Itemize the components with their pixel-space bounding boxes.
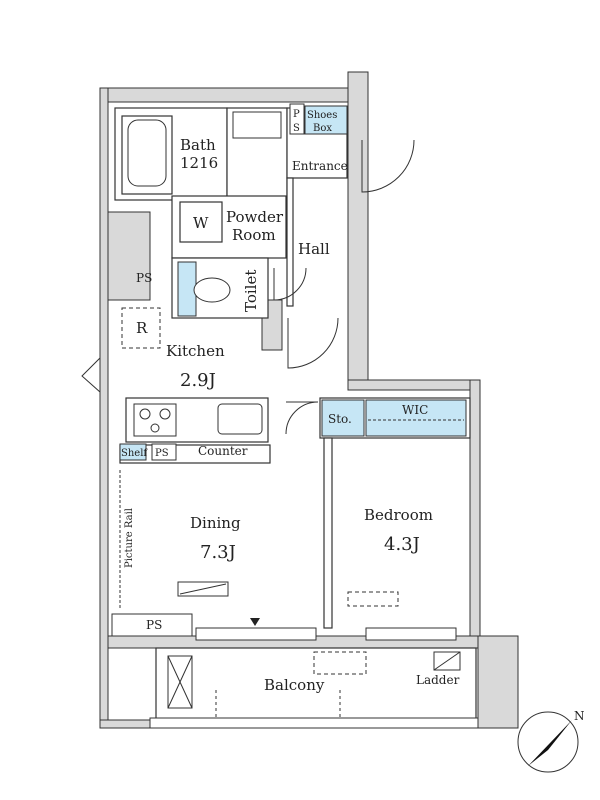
- toilet-bowl: [193, 277, 231, 303]
- label-shelf: Shelf: [121, 448, 148, 459]
- bathtub: [121, 115, 173, 195]
- label-wic: WIC: [402, 403, 428, 417]
- ps-mid-box: [151, 443, 177, 461]
- label-bedroom: Bedroom: [364, 506, 433, 524]
- bedroom-window: [365, 627, 457, 641]
- label-ladder: Ladder: [416, 673, 460, 687]
- label-ps-top: P: [293, 109, 300, 120]
- label-entrance: Entrance: [292, 159, 348, 173]
- label-kitchen: Kitchen: [166, 342, 225, 360]
- label-fridge: R: [136, 319, 148, 337]
- label-balcony: Balcony: [264, 676, 325, 694]
- label-bath: Bath: [180, 136, 216, 154]
- label-ps-top-2: S: [293, 123, 300, 134]
- label-dining: Dining: [190, 514, 241, 532]
- label-picture-rail: Picture Rail: [124, 508, 135, 568]
- label-toilet: Toilet: [242, 270, 260, 312]
- ps-shaft-top: [289, 103, 305, 135]
- compass-north: N: [574, 709, 585, 723]
- label-ps-left: PS: [136, 271, 152, 285]
- compass: N: [517, 709, 585, 773]
- door-marker-icon: [250, 618, 260, 626]
- bedroom-ac: [347, 591, 399, 607]
- room-labels: Bath 1216 Shoes Box P S Entrance W Powde…: [121, 109, 460, 694]
- fridge-space: [121, 307, 161, 349]
- label-ps-mid: PS: [155, 448, 169, 459]
- dining-window: [195, 627, 317, 641]
- wic-box: [365, 399, 467, 437]
- label-powder-1: Powder: [226, 208, 284, 226]
- label-kitchen-size: 2.9J: [180, 370, 216, 391]
- label-bedroom-size: 4.3J: [384, 534, 420, 555]
- vanity-sink: [232, 111, 282, 139]
- toilet-fixture: [177, 261, 197, 317]
- kitchen-counter: [125, 397, 269, 443]
- washer: [179, 201, 223, 243]
- label-counter: Counter: [198, 444, 248, 458]
- label-powder-2: Room: [232, 226, 276, 244]
- label-dining-size: 7.3J: [200, 542, 236, 563]
- shelf-box: [119, 443, 147, 461]
- balcony-area: [149, 647, 479, 729]
- ps-bottom-box: [111, 613, 193, 637]
- north-arrow-icon: [528, 720, 572, 766]
- label-washer: W: [193, 214, 209, 232]
- label-shoes-1: Shoes: [307, 110, 337, 121]
- label-bath-size: 1216: [180, 154, 218, 172]
- door-swings: [81, 139, 415, 435]
- label-shoes-2: Box: [313, 123, 332, 134]
- label-hall: Hall: [298, 240, 330, 258]
- label-storage: Sto.: [328, 412, 352, 426]
- label-ps-bottom: PS: [146, 618, 162, 632]
- shoes-box: [304, 105, 348, 135]
- storage-box: [321, 399, 365, 437]
